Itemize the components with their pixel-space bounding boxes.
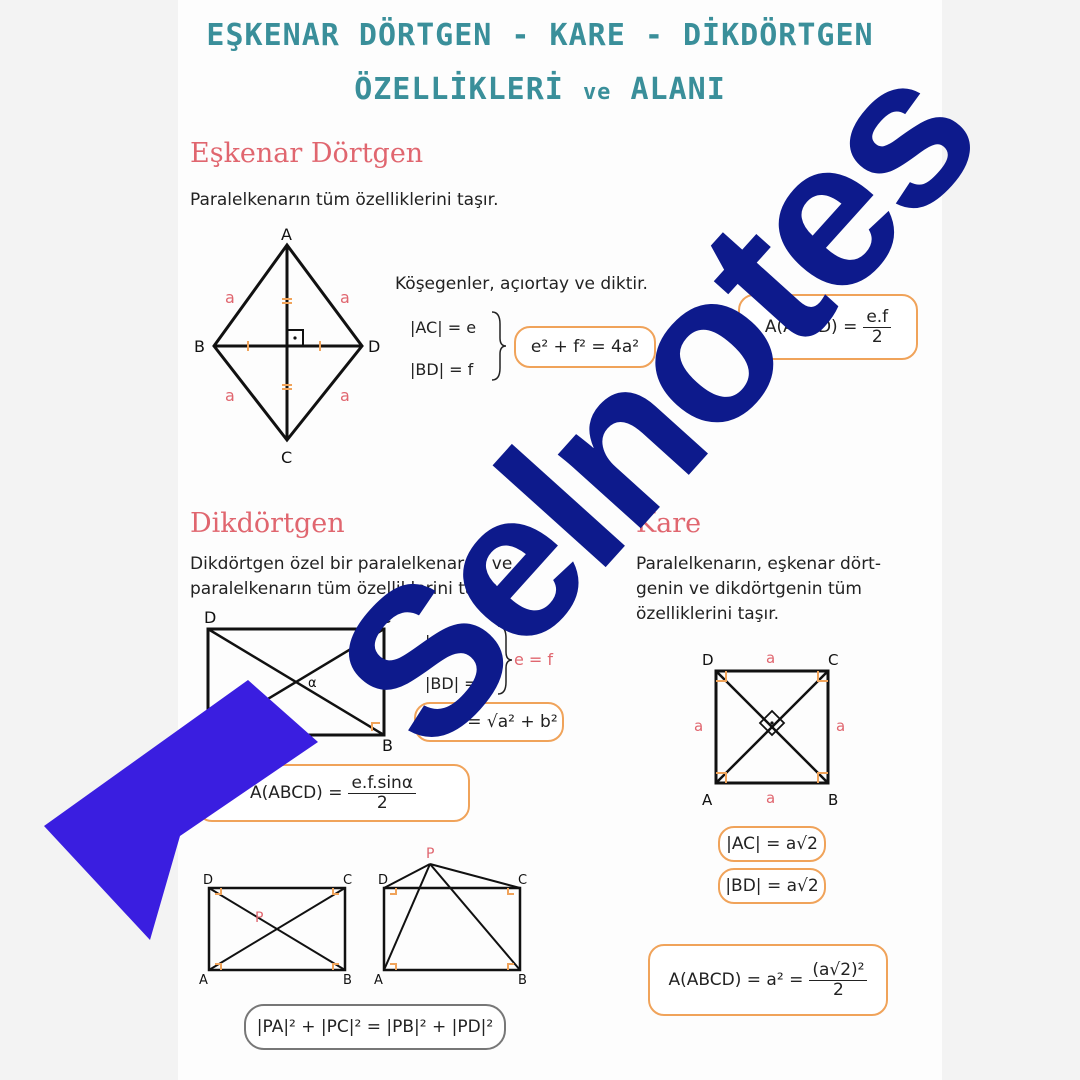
- point-p-inside-figure: P D C A B: [199, 873, 352, 988]
- square-diagonal-bd: [715, 670, 829, 784]
- vertex-d-label: D: [204, 608, 216, 627]
- vertex-d-label: D: [368, 337, 380, 356]
- side-label: a: [340, 386, 350, 405]
- vertex-c-label: C: [518, 873, 527, 888]
- vertex-c-label: C: [828, 651, 838, 669]
- side-label: a: [225, 288, 235, 307]
- vertex-d-label: D: [378, 873, 388, 888]
- vertex-a-label: A: [199, 973, 208, 988]
- square-intro-2: genin ve dikdörtgenin tüm: [636, 579, 862, 599]
- rhombus-ac-length: |AC| = e: [410, 318, 477, 337]
- vertex-a-label: A: [702, 791, 713, 809]
- vertex-a-label: A: [281, 225, 292, 244]
- area-denominator: 2: [871, 326, 883, 347]
- side-label: a: [766, 649, 775, 667]
- side-label: a: [694, 717, 703, 735]
- rectangle-figure: D C A B b α: [196, 608, 400, 755]
- diagonal-property-note: Köşegenler, açıortay ve diktir.: [395, 274, 648, 294]
- square-ac-box: |AC| = a√2: [718, 826, 826, 862]
- vertex-a-label: A: [196, 736, 207, 755]
- rhombus-relation-box: e² + f² = 4a²: [514, 326, 656, 368]
- title-word-ozellikleri: ÖZELLİKLERİ: [354, 72, 564, 107]
- rectangle-intro-2: paralelkenarın tüm özelliklerini taşır.: [190, 579, 500, 599]
- rectangle-bd-length: |BD| = f: [425, 674, 489, 693]
- rhombus-heading: Eşkenar Dörtgen: [190, 138, 424, 169]
- page-title-line2: ÖZELLİKLERİ ve ALANI: [0, 72, 1080, 107]
- page-title-line1: EŞKENAR DÖRTGEN - KARE - DİKDÖRTGEN: [206, 18, 874, 53]
- area-prefix: A(ABCD) =: [249, 783, 343, 803]
- point-p-label: P: [426, 846, 434, 862]
- side-b-label: b: [390, 673, 400, 691]
- rectangle-diagonal-box: e = f = √a² + b²: [414, 702, 564, 742]
- title-word-alani: ALANI: [630, 72, 726, 107]
- area-prefix: A(ABCD) =: [764, 317, 858, 337]
- square-intro-3: özelliklerini taşır.: [636, 604, 780, 624]
- vertex-b-label: B: [382, 736, 393, 755]
- vertex-d-label: D: [702, 651, 714, 669]
- side-label: a: [225, 386, 235, 405]
- vertex-b-label: B: [194, 337, 205, 356]
- square-bd-box: |BD| = a√2: [718, 868, 826, 904]
- vertex-c-label: C: [281, 448, 292, 467]
- right-angle-corners: [212, 722, 380, 731]
- rhombus-intro: Paralelkenarın tüm özelliklerini taşır.: [190, 190, 499, 210]
- side-label: a: [766, 789, 775, 807]
- point-p-label: P: [255, 910, 263, 926]
- right-angle-marker: [758, 709, 786, 737]
- vertex-a-label: A: [374, 973, 383, 988]
- side-label: a: [340, 288, 350, 307]
- right-angle-corners: [716, 671, 828, 783]
- area-denominator: 2: [376, 792, 388, 813]
- square-heading: Kare: [636, 508, 702, 539]
- right-angle-marker: [286, 329, 304, 347]
- side-label: a: [836, 717, 845, 735]
- area-denominator: 2: [832, 979, 844, 1000]
- area-numerator: (a√2)²: [809, 960, 868, 981]
- title-word-ve: ve: [582, 80, 612, 105]
- angle-alpha-label: α: [308, 676, 317, 691]
- area-numerator: e.f: [863, 307, 892, 328]
- area-numerator: e.f.sinα: [348, 773, 417, 794]
- area-prefix: A(ABCD) = a² =: [668, 970, 804, 990]
- square-figure: D C A B a a a a: [694, 649, 845, 809]
- vertex-b-label: B: [343, 973, 352, 988]
- equal-marks: [247, 298, 321, 390]
- vertex-b-label: B: [518, 973, 527, 988]
- vertex-b-label: B: [828, 791, 838, 809]
- curly-brace: [491, 311, 507, 381]
- point-p-outside-figure: P D C A B: [374, 846, 527, 988]
- vertex-d-label: D: [203, 873, 213, 888]
- diagonals-equal: e = f: [514, 650, 554, 669]
- rhombus-bd-length: |BD| = f: [410, 360, 474, 379]
- rectangle-intro-1: Dikdörtgen özel bir paralelkenardır ve: [190, 554, 513, 574]
- rectangle-ac-length: |AC| = e: [425, 632, 492, 651]
- square-intro-1: Paralelkenarın, eşkenar dört-: [636, 554, 881, 574]
- point-p-formula-box: |PA|² + |PC|² = |PB|² + |PD|²: [244, 1004, 506, 1050]
- rectangle-heading: Dikdörtgen: [190, 508, 345, 539]
- square-shape: [714, 669, 830, 785]
- vertex-c-label: C: [380, 608, 391, 627]
- curly-brace: [497, 625, 513, 695]
- vertex-c-label: C: [343, 873, 352, 888]
- rhombus-figure: A B D C a a a a: [194, 225, 380, 467]
